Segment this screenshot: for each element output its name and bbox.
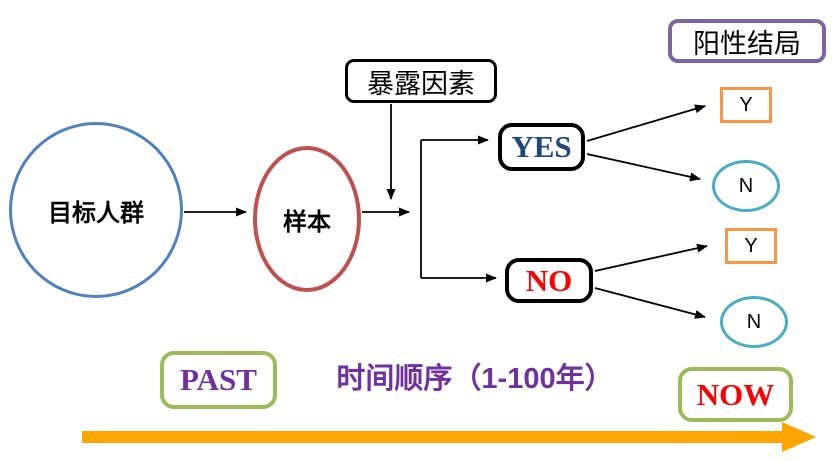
exposed-yes-box: YES [498, 123, 585, 171]
positive-outcome-header-label: 阳性结局 [693, 28, 801, 59]
now-box: NOW [678, 367, 793, 422]
past-box: PAST [160, 351, 277, 409]
positive-outcome-header-box: 阳性结局 [668, 19, 826, 63]
timeline-axis-label: 时间顺序（1-100年） [336, 363, 614, 395]
no-outcome-negative-label: N [746, 310, 762, 333]
yes-outcome-positive-box: Y [720, 87, 772, 123]
timeline-arrow [82, 422, 816, 452]
yes-outcome-negative-circle: N [712, 160, 780, 212]
target-population-node: 目标人群 [9, 122, 183, 298]
exposed-yes-label: YES [511, 129, 572, 164]
no-outcome-negative-circle: N [720, 296, 788, 348]
now-label: NOW [696, 376, 775, 412]
yes-outcome-positive-label: Y [739, 93, 753, 116]
arrow-no-to-n [594, 287, 706, 319]
target-population-label: 目标人群 [48, 199, 144, 227]
arrow-no-to-y [594, 243, 708, 272]
no-outcome-positive-box: Y [725, 228, 777, 264]
exposed-no-box: NO [505, 258, 593, 303]
sample-label: 样本 [283, 208, 331, 236]
yes-outcome-negative-label: N [738, 174, 754, 197]
arrow-yes-to-y [586, 104, 706, 142]
exposure-factor-label: 暴露因素 [367, 68, 475, 99]
no-outcome-positive-label: Y [744, 234, 758, 257]
sample-node: 样本 [253, 146, 361, 292]
arrow-yes-to-n [586, 153, 701, 182]
exposure-factor-box: 暴露因素 [345, 59, 497, 103]
past-label: PAST [180, 362, 257, 397]
exposed-no-label: NO [525, 262, 573, 298]
